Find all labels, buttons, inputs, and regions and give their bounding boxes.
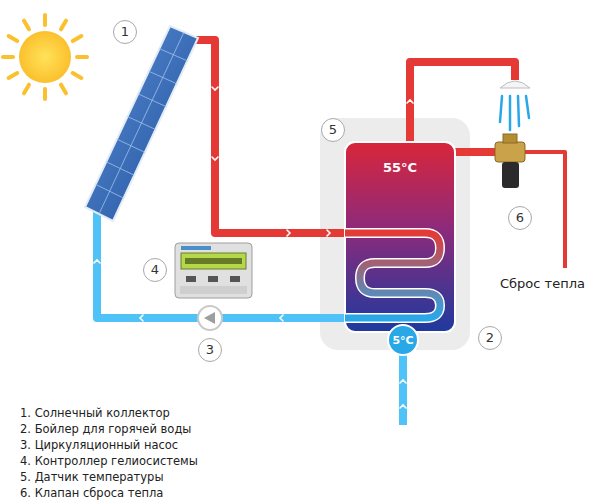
hot-supply-pipe — [194, 40, 345, 233]
flow-arrow — [94, 87, 413, 408]
circulation-pump — [198, 306, 222, 330]
legend-entry: 5. Датчик температуры — [20, 470, 164, 484]
solar-collector — [85, 26, 198, 221]
cold-return-pipe — [97, 212, 345, 318]
water-tank — [345, 142, 455, 332]
sun — [3, 15, 87, 99]
legend-entry: 3. Циркуляционный насос — [20, 438, 178, 452]
cold-inlet-pipe — [399, 350, 407, 425]
heat-exchanger-coil — [345, 233, 440, 318]
callout-number: 3 — [198, 338, 222, 362]
valve-pipe — [455, 148, 497, 156]
legend-entry: 6. Клапан сброса тепла — [20, 486, 163, 500]
heat-exchanger-coil — [345, 233, 440, 318]
boiler-tank: 55°C — [345, 142, 455, 202]
legend-entry: 4. Контроллер гелиосистемы — [20, 454, 198, 468]
legend-entry: 2. Бойлер для горячей воды — [20, 422, 191, 436]
legend-entry: 1. Солнечный коллектор — [20, 406, 170, 420]
tank-temperature: 55°C — [383, 160, 417, 175]
hot-outlet-pipe — [410, 62, 515, 142]
callout-number: 6 — [508, 206, 532, 230]
solar-controller — [175, 243, 252, 298]
sensor-temperature: 5°C — [392, 334, 413, 347]
callout-number: 1 — [113, 20, 137, 44]
heat-dump-label: Сброс тепла — [500, 276, 585, 291]
heat-relief-valve — [495, 134, 525, 188]
callout-number: 4 — [143, 258, 167, 282]
heat-dump-line — [525, 152, 565, 268]
temperature-sensor: 5°C — [387, 324, 419, 356]
shower-head — [500, 81, 530, 130]
callout-number: 5 — [321, 118, 345, 142]
callout-number: 2 — [478, 326, 502, 350]
